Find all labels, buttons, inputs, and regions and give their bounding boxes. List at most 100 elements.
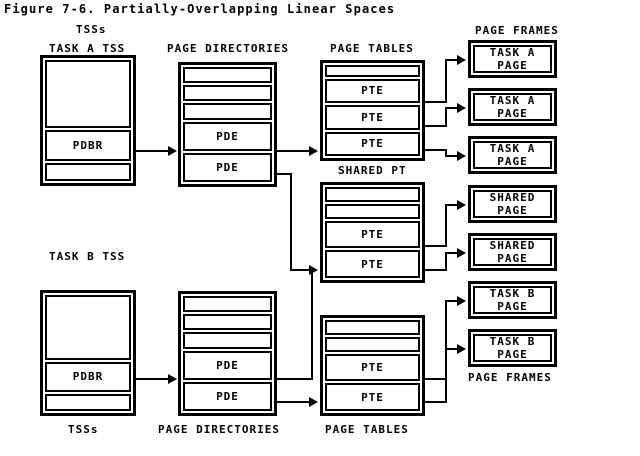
- tss-b-cell-0: [45, 295, 131, 360]
- connector-pte-s0-v: [445, 204, 447, 247]
- connector-pte-a2-h1: [425, 149, 447, 151]
- connector-pde-a1-h1: [277, 173, 292, 175]
- label-page-directories-top: PAGE DIRECTORIES: [167, 42, 289, 55]
- page-frame-4: SHARED PAGE: [468, 233, 557, 271]
- connector-pte-a0-h2: [445, 59, 459, 61]
- connector-pte-b0-v: [445, 300, 447, 380]
- connector-pdbr-b: [136, 378, 170, 380]
- task-b-page-directory-box: PDE PDE: [178, 291, 277, 416]
- connector-pde-b1: [277, 401, 311, 403]
- page-frame-6: TASK B PAGE: [468, 329, 557, 367]
- connector-pte-a2-h2: [445, 155, 459, 157]
- page-frame-1-inner: TASK A PAGE: [473, 93, 552, 121]
- pt-b-cell-1: [325, 336, 420, 352]
- label-task-b-tss: TASK B TSS: [49, 250, 126, 263]
- arrowhead-pdbr-b: [168, 374, 177, 384]
- page-frame-2: TASK A PAGE: [468, 136, 557, 174]
- connector-pte-s0-h2: [445, 204, 459, 206]
- connector-pte-b1-h2: [445, 348, 459, 350]
- arrowhead-pte-a0: [457, 55, 466, 65]
- page-frame-4-line2: PAGE: [497, 252, 528, 265]
- pt-b-cell-0: [325, 320, 420, 335]
- page-frame-0-line1: TASK A: [489, 46, 536, 59]
- page-frame-3-line1: SHARED: [489, 191, 536, 204]
- connector-pde-b0-h: [277, 378, 313, 380]
- connector-pdbr-a: [136, 150, 170, 152]
- connector-pte-a1-h2: [445, 107, 459, 109]
- page-frame-5-line2: PAGE: [497, 300, 528, 313]
- pt-shared-cell-pte-1: PTE: [325, 250, 420, 278]
- figure-title: Figure 7-6. Partially-Overlapping Linear…: [4, 2, 396, 16]
- pd-b-cell-1: [183, 314, 272, 331]
- connector-pte-b1-h1: [425, 401, 447, 403]
- pt-a-cell-pte-1: PTE: [325, 105, 420, 130]
- page-frame-5-inner: TASK B PAGE: [473, 286, 552, 314]
- page-frame-1-line2: PAGE: [497, 107, 528, 120]
- page-frame-3-inner: SHARED PAGE: [473, 190, 552, 218]
- arrowhead-pde-b1: [309, 397, 318, 407]
- pt-b-cell-pte-1: PTE: [325, 383, 420, 411]
- page-frame-6-line2: PAGE: [497, 348, 528, 361]
- pd-a-cell-2: [183, 103, 272, 120]
- page-frame-5: TASK B PAGE: [468, 281, 557, 319]
- pd-a-cell-0: [183, 67, 272, 84]
- connector-pde-b0-v: [311, 269, 313, 380]
- page-frame-4-inner: SHARED PAGE: [473, 238, 552, 266]
- connector-pte-b0-h2: [445, 300, 459, 302]
- connector-pde-a0: [277, 150, 311, 152]
- label-tss-bottom: TSSs: [68, 423, 99, 436]
- connector-pte-s1-h1: [425, 269, 447, 271]
- label-page-tables-top: PAGE TABLES: [330, 42, 414, 55]
- pt-a-cell-pte-2: PTE: [325, 131, 420, 156]
- task-b-tss-box: PDBR: [40, 290, 136, 416]
- label-shared-pt: SHARED PT: [338, 164, 407, 177]
- page-frame-6-inner: TASK B PAGE: [473, 334, 552, 362]
- page-frame-3-line2: PAGE: [497, 204, 528, 217]
- task-a-page-directory-box: PDE PDE: [178, 62, 277, 187]
- pt-shared-cell-pte-0: PTE: [325, 220, 420, 249]
- pt-a-cell-pte-0: PTE: [325, 78, 420, 103]
- arrowhead-pte-a2: [457, 151, 466, 161]
- connector-pte-a0-h1: [425, 101, 447, 103]
- pt-shared-cell-0: [325, 187, 420, 202]
- connector-pte-a1-h1: [425, 125, 447, 127]
- page-frame-2-inner: TASK A PAGE: [473, 141, 552, 169]
- tss-b-cell-2: [45, 393, 131, 412]
- connector-pde-a1-h2: [290, 269, 311, 271]
- task-b-page-table-box: PTE PTE: [320, 315, 425, 416]
- pd-b-cell-pde-0: PDE: [183, 350, 272, 380]
- connector-pte-s1-h2: [445, 252, 459, 254]
- arrowhead-pte-b1: [457, 344, 466, 354]
- page-frame-0: TASK A PAGE: [468, 40, 557, 78]
- tss-a-cell-0: [45, 60, 131, 129]
- connector-pte-a0-v: [445, 59, 447, 103]
- tss-a-cell-2: [45, 163, 131, 181]
- label-page-frames-bottom: PAGE FRAMES: [468, 371, 552, 384]
- task-a-tss-box: PDBR: [40, 55, 136, 186]
- arrowhead-pte-b0: [457, 296, 466, 306]
- connector-pte-s1-v: [445, 252, 447, 271]
- page-frame-3: SHARED PAGE: [468, 185, 557, 223]
- pd-a-cell-pde-0: PDE: [183, 121, 272, 151]
- task-a-page-table-box: PTE PTE PTE: [320, 60, 425, 161]
- label-task-a-tss: TASK A TSS: [49, 42, 126, 55]
- page-frame-2-line2: PAGE: [497, 155, 528, 168]
- arrowhead-pte-s1: [457, 248, 466, 258]
- page-frame-6-line1: TASK B: [489, 335, 536, 348]
- pt-b-cell-pte-0: PTE: [325, 353, 420, 382]
- label-page-directories-bottom: PAGE DIRECTORIES: [158, 423, 280, 436]
- page-frame-1-line1: TASK A: [489, 94, 536, 107]
- arrowhead-pde-a0: [309, 146, 318, 156]
- pd-a-cell-1: [183, 85, 272, 102]
- pd-b-cell-pde-1: PDE: [183, 381, 272, 412]
- connector-pte-a2-v: [445, 149, 447, 157]
- arrowhead-pdbr-a: [168, 146, 177, 156]
- page-frame-2-line1: TASK A: [489, 142, 536, 155]
- connector-pte-b0-h1: [425, 378, 447, 380]
- page-frame-4-line1: SHARED: [489, 239, 536, 252]
- label-page-frames-top: PAGE FRAMES: [475, 24, 559, 37]
- connector-pte-s0-h1: [425, 245, 447, 247]
- arrowhead-pte-a1: [457, 103, 466, 113]
- page-frame-0-inner: TASK A PAGE: [473, 45, 552, 73]
- pd-b-cell-2: [183, 332, 272, 349]
